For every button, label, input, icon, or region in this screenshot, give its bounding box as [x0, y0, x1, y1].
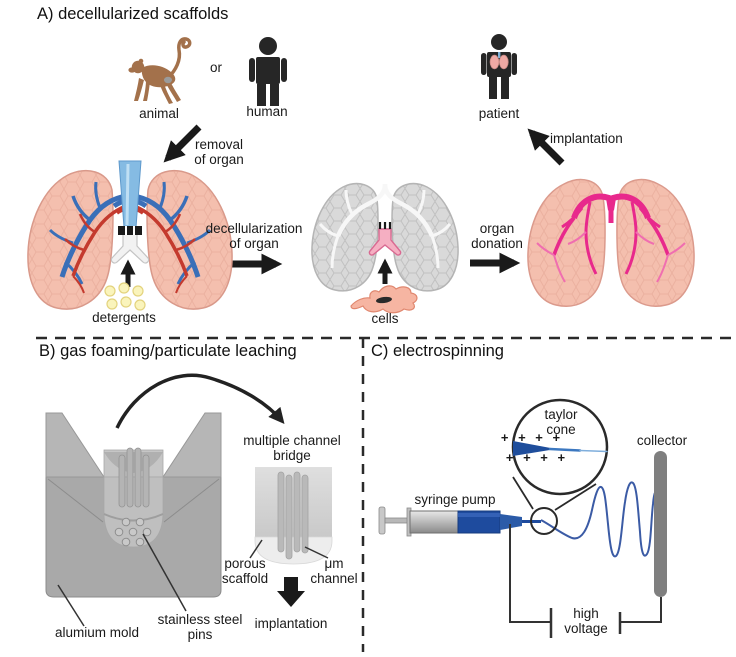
channel-label-line	[304, 546, 329, 559]
collector-label: collector	[636, 433, 688, 448]
clamp-marks	[378, 222, 392, 229]
mold-channel-well	[103, 476, 164, 548]
mold-illustration	[45, 412, 222, 627]
high-voltage-label: high voltage	[564, 606, 608, 636]
implantation-b-label: implantation	[254, 616, 328, 631]
mold-wing-right	[162, 412, 222, 478]
scaffold-illustration	[249, 467, 333, 607]
clamp	[118, 226, 142, 235]
cell-illustration	[350, 285, 418, 314]
panel-a-title: A) decellularized scaffolds	[37, 5, 229, 23]
bronchi	[110, 233, 150, 264]
trachea	[118, 160, 142, 228]
pins-label-line	[142, 533, 187, 612]
alumium-mold-label: alumium mold	[54, 625, 140, 640]
charge-row-bottom: + + + +	[505, 450, 569, 465]
syringe-needle	[500, 514, 522, 530]
bronchi-pink	[368, 228, 402, 256]
porous-label-line	[249, 539, 263, 559]
collector-bar	[654, 451, 667, 597]
pulmonary-veins-blue	[48, 181, 212, 285]
mold-label-line	[57, 584, 85, 627]
detergents-label: detergents	[92, 310, 156, 325]
taylor-cone-label: taylor cone	[544, 407, 578, 437]
arrow-implantation-b	[277, 577, 305, 607]
mold-wing-left	[45, 412, 105, 478]
arrow-mold-to-bridge	[115, 373, 285, 429]
cells-label: cells	[371, 311, 399, 326]
removal-label: removal of organ	[194, 137, 244, 167]
arrow-removal	[163, 124, 202, 163]
bridge-label: multiple channel bridge	[243, 433, 341, 463]
cell-nucleus	[376, 296, 392, 304]
organ-donation-label: organ donation	[471, 221, 523, 251]
airways-white	[318, 183, 452, 269]
plunger-cap	[378, 506, 386, 535]
um-channel-label: μm channel	[310, 556, 358, 586]
pin-cross-sections	[114, 517, 152, 547]
needle-tip-circle	[530, 507, 558, 535]
taylor-cone-magnifier	[511, 398, 609, 535]
implantation-a-label: implantation	[550, 131, 623, 146]
human-icon	[249, 37, 287, 106]
charge-row-top: + + + +	[500, 430, 564, 445]
decellularized-lung-illustration	[311, 182, 459, 292]
mold-pins	[118, 447, 150, 508]
scaffold-channels	[277, 471, 309, 560]
monkey-icon	[128, 37, 192, 104]
donor-lung-illustration	[27, 160, 233, 310]
fiber-path	[540, 481, 660, 558]
syringe-illustration	[378, 506, 541, 537]
porous-scaffold-label: porous scaffold	[221, 556, 269, 586]
stainless-steel-pins-label: stainless steel pins	[157, 612, 243, 642]
syringe-pump-label: syringe pump	[414, 492, 496, 507]
decellularization-label: decellularization of organ	[205, 221, 303, 251]
patient-label: patient	[478, 106, 520, 121]
recellularized-lung-illustration	[527, 178, 695, 307]
patient-icon	[481, 34, 517, 99]
vessels-magenta-thin	[536, 231, 686, 283]
detergent-bubbles	[104, 282, 146, 311]
panel-c-title: C) electrospinning	[371, 342, 504, 360]
taylor-cone-shape	[513, 441, 556, 456]
patient-lungs-icon	[489, 52, 509, 70]
human-label: human	[246, 104, 288, 119]
or-label: or	[210, 60, 223, 75]
arrow-implantation	[527, 128, 565, 166]
voltage-wires	[509, 524, 662, 638]
panel-b-title: B) gas foaming/particulate leaching	[39, 342, 297, 360]
syringe-barrel	[409, 510, 459, 534]
animal-label: animal	[139, 106, 179, 121]
